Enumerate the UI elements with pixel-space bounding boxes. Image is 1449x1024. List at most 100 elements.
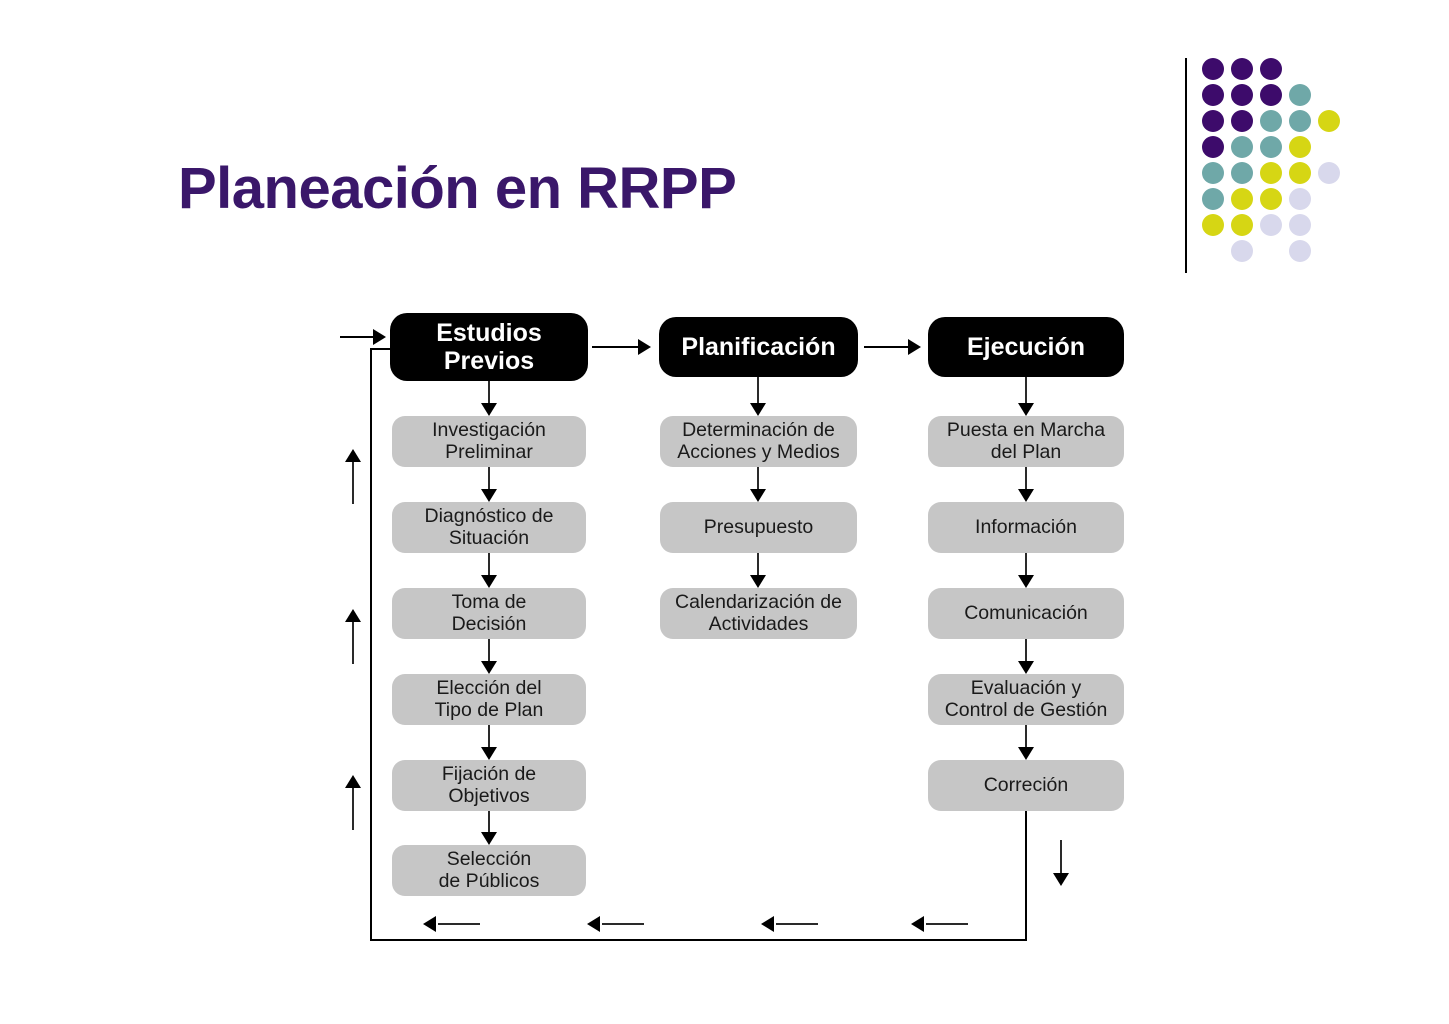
arrow-feedback-left-1 [423, 916, 436, 932]
node-step-evaluacion-y-control-de-gestion[interactable]: Evaluación y Control de Gestión [928, 674, 1124, 725]
connector-c2-s2-s3 [757, 553, 759, 579]
node-label-line2: Previos [443, 347, 535, 375]
arrow-side-up-1 [345, 449, 361, 462]
logo-dot-teal [1231, 162, 1253, 184]
node-label-line1: Comunicación [964, 601, 1088, 624]
feedback-top-return [370, 348, 392, 350]
logo-divider-line [1185, 58, 1187, 273]
node-label-line1: Ejecución [966, 333, 1086, 361]
side-arrow-seg-2 [352, 622, 354, 664]
logo-dot-yellow [1202, 214, 1224, 236]
node-step-comunicacion[interactable]: Comunicación [928, 588, 1124, 639]
arrow-side-up-2 [345, 609, 361, 622]
page-title: Planeación en RRPP [178, 156, 737, 221]
logo-dot-yellow [1318, 110, 1340, 132]
node-label-line1: Investigación [432, 418, 546, 441]
feedback-left-riser [370, 348, 372, 940]
node-step-diagnostico-de-situacion[interactable]: Diagnóstico de Situación [392, 502, 586, 553]
logo-dot-yellow [1260, 188, 1282, 210]
connector-c1-s5-s6 [488, 811, 490, 836]
connector-c3-s3-s4 [1025, 639, 1027, 665]
side-arrow-seg-3 [352, 788, 354, 830]
node-step-investigacion-preliminar[interactable]: Investigación Preliminar [392, 416, 586, 467]
node-label-line1: Evaluación y [970, 676, 1082, 699]
logo-dot-purple [1202, 110, 1224, 132]
node-step-correcion[interactable]: Correción [928, 760, 1124, 811]
logo-dot-purple [1260, 84, 1282, 106]
node-step-fijacion-de-objetivos[interactable]: Fijación de Objetivos [392, 760, 586, 811]
logo-dot-lavender [1289, 188, 1311, 210]
node-label-line1: Planificación [681, 333, 836, 361]
connector-c1-h-s1 [488, 381, 490, 407]
node-step-determinacion-de-acciones-y-medios[interactable]: Determinación de Acciones y Medios [660, 416, 857, 467]
arrow-head2-to-head3 [908, 339, 921, 355]
logo-dot-purple [1260, 58, 1282, 80]
node-label-line1: Toma de [451, 590, 527, 613]
node-label-line1: Selección [446, 847, 532, 870]
connector-c3-s4-s5 [1025, 725, 1027, 751]
node-header-planificacion[interactable]: Planificación [659, 317, 858, 377]
logo-dot-teal [1289, 110, 1311, 132]
arrow-entry-estudios-previos [373, 329, 386, 345]
node-step-toma-de-decision[interactable]: Toma de Decisión [392, 588, 586, 639]
arrow-c3-s1-s2 [1018, 489, 1034, 502]
node-header-ejecucion[interactable]: Ejecución [928, 317, 1124, 377]
logo-dot-teal [1260, 110, 1282, 132]
node-step-informacion[interactable]: Información [928, 502, 1124, 553]
arrow-head1-to-head2 [638, 339, 651, 355]
node-label-line1: Estudios [436, 319, 542, 347]
node-label-line2: del Plan [990, 440, 1062, 463]
connector-c2-s1-s2 [757, 467, 759, 493]
node-step-puesta-en-marcha-del-plan[interactable]: Puesta en Marcha del Plan [928, 416, 1124, 467]
node-label-line1: Calendarización de [675, 590, 842, 613]
node-label-line1: Puesta en Marcha [946, 418, 1106, 441]
node-header-estudios-previos[interactable]: Estudios Previos [390, 313, 588, 381]
node-step-presupuesto[interactable]: Presupuesto [660, 502, 857, 553]
node-label-line1: Diagnóstico de [424, 504, 554, 527]
connector-c3-s2-s3 [1025, 553, 1027, 579]
node-label-line2: Preliminar [445, 440, 533, 463]
arrow-feedback-left-3 [761, 916, 774, 932]
logo-dot-yellow [1231, 214, 1253, 236]
node-step-calendarizacion-de-actividades[interactable]: Calendarización de Actividades [660, 588, 857, 639]
logo-dot-lavender [1318, 162, 1340, 184]
node-label-line2: Tipo de Plan [434, 698, 544, 721]
node-step-eleccion-del-tipo-de-plan[interactable]: Elección del Tipo de Plan [392, 674, 586, 725]
arrow-c1-s3-s4 [481, 661, 497, 674]
feedback-arrow-seg-4 [926, 923, 968, 925]
logo-dot-purple [1231, 110, 1253, 132]
connector-c1-s1-s2 [488, 467, 490, 493]
logo-dot-teal [1231, 136, 1253, 158]
logo-dot-yellow [1289, 162, 1311, 184]
logo-dot-lavender [1289, 214, 1311, 236]
arrow-c2-h-s1 [750, 403, 766, 416]
node-label-line2: Objetivos [448, 784, 530, 807]
connector-c2-h-s1 [757, 377, 759, 407]
logo-dot-purple [1231, 84, 1253, 106]
arrow-side-up-3 [345, 775, 361, 788]
node-step-seleccion-de-publicos[interactable]: Selección de Públicos [392, 845, 586, 896]
arrow-c3-h-s1 [1018, 403, 1034, 416]
arrow-c3-s3-s4 [1018, 661, 1034, 674]
arrow-c2-s1-s2 [750, 489, 766, 502]
node-label-line2: Control de Gestión [944, 698, 1108, 721]
connector-c1-s2-s3 [488, 553, 490, 579]
arrow-c3-s2-s3 [1018, 575, 1034, 588]
node-label-line2: Actividades [708, 612, 809, 635]
node-label-line1: Determinación de [682, 418, 835, 441]
arrow-exit-down [1053, 873, 1069, 886]
feedback-bottom-rail [370, 939, 1027, 941]
node-label-line2: Decisión [451, 612, 527, 635]
connector-head1-head2-line [592, 346, 640, 348]
node-label-line2: Acciones y Medios [677, 440, 840, 463]
connector-c1-s3-s4 [488, 639, 490, 665]
connector-c3-h-s1 [1025, 377, 1027, 407]
logo-dot-purple [1202, 58, 1224, 80]
arrow-c1-s1-s2 [481, 489, 497, 502]
node-label-line1: Presupuesto [703, 515, 814, 538]
arrow-c3-s4-s5 [1018, 747, 1034, 760]
feedback-right-riser [1025, 811, 1027, 941]
arrow-c1-s5-s6 [481, 832, 497, 845]
arrow-c1-h-s1 [481, 403, 497, 416]
